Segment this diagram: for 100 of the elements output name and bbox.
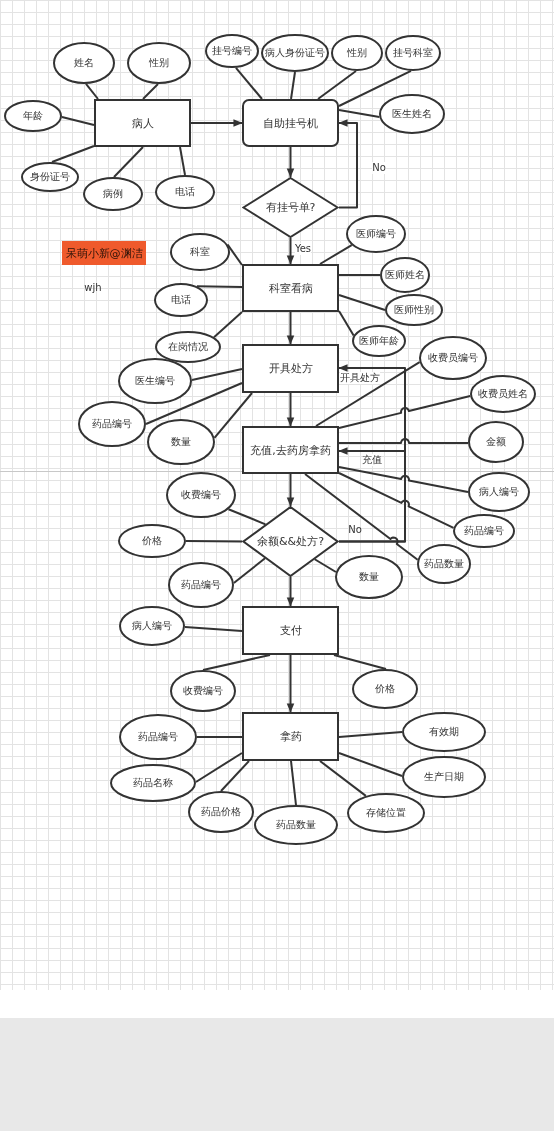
arrow (190, 119, 243, 127)
connector-line (190, 368, 243, 381)
attribute-label: 病人身份证号 (265, 47, 325, 59)
attribute-label: 科室 (190, 246, 210, 258)
arrow (286, 654, 295, 713)
attribute-label: 电话 (171, 294, 191, 306)
attribute-ellipse (147, 419, 215, 465)
connector-line (338, 752, 404, 777)
author-name: 呆萌小新@渊洁 (65, 246, 143, 260)
connector-line (338, 69, 412, 107)
decision-diamond (242, 177, 339, 238)
edge-label: Yes (294, 243, 312, 255)
attribute-label: 收费编号 (181, 489, 221, 501)
process-box (242, 426, 339, 474)
connector-line (179, 146, 186, 176)
attribute-ellipse (170, 670, 236, 712)
connector-line (51, 145, 95, 164)
attribute-label: 收费编号 (183, 685, 223, 697)
attribute-ellipse (402, 756, 486, 798)
attribute-ellipse (21, 162, 79, 192)
arrow (286, 146, 295, 178)
attribute-ellipse (385, 294, 443, 326)
connector-line (194, 752, 243, 783)
attribute-ellipse (154, 283, 208, 317)
connector-line (338, 731, 403, 738)
attribute-label: 价格 (375, 683, 395, 695)
note-text: wjh (84, 282, 102, 294)
attribute-label: 性别 (347, 47, 367, 59)
attribute-label: 挂号编号 (212, 45, 252, 57)
process-label: 自助挂号机 (263, 116, 318, 130)
attribute-ellipse (188, 791, 254, 833)
attribute-ellipse (346, 215, 406, 253)
connector-line (338, 109, 381, 118)
attribute-ellipse (53, 42, 115, 84)
arrow (338, 119, 358, 209)
connector-line (145, 382, 243, 425)
attribute-label: 数量 (171, 436, 191, 448)
connector-line (313, 558, 337, 573)
attribute-ellipse (166, 472, 236, 518)
attribute-ellipse (205, 34, 259, 68)
connector-line (290, 71, 296, 100)
attribute-ellipse (419, 336, 487, 380)
attribute-ellipse (170, 233, 230, 271)
attribute-ellipse (254, 805, 338, 845)
connector-line (202, 654, 271, 671)
attribute-label: 价格 (142, 535, 162, 547)
connector-line (315, 361, 421, 427)
attribute-ellipse (352, 669, 418, 709)
attribute-label: 药品数量 (276, 819, 316, 831)
connector-line (234, 66, 263, 100)
attribute-label: 有效期 (429, 726, 459, 738)
attribute-ellipse (78, 401, 146, 447)
process-label: 充值,去药房拿药 (250, 443, 331, 457)
attribute-label: 数量 (359, 571, 379, 583)
attribute-label: 姓名 (74, 57, 94, 69)
process-label: 病人 (131, 116, 154, 130)
attribute-label: 在岗情况 (168, 341, 208, 353)
attribute-ellipse (468, 421, 524, 463)
edge-label: 开具处方 (340, 372, 380, 384)
decision-diamond (242, 506, 339, 577)
attribute-ellipse (118, 524, 186, 558)
edge-label: No (372, 162, 386, 174)
rounded-process-box (242, 99, 339, 147)
connector-line (338, 438, 470, 444)
process-label: 拿药 (279, 730, 302, 743)
connector-line (319, 760, 367, 797)
attribute-ellipse (155, 175, 215, 209)
attribute-ellipse (331, 35, 383, 71)
attribute-ellipse (379, 94, 445, 134)
attribute-label: 药品编号 (138, 731, 178, 743)
attribute-label: 医师姓名 (385, 269, 425, 281)
attribute-ellipse (155, 331, 221, 363)
attribute-label: 药品编号 (181, 579, 221, 591)
attribute-label: 药品名称 (133, 777, 173, 789)
connector-line (338, 466, 469, 493)
attribute-label: 医生姓名 (392, 108, 432, 120)
arrow (338, 447, 406, 543)
name-tag (62, 241, 146, 265)
attribute-ellipse (468, 472, 530, 512)
attribute-ellipse (470, 375, 536, 413)
attribute-ellipse (453, 514, 515, 548)
attribute-ellipse (385, 35, 441, 71)
connector-line (185, 540, 243, 543)
attribute-ellipse (352, 325, 406, 357)
attribute-ellipse (4, 100, 62, 132)
connector-line (142, 83, 159, 100)
process-box (242, 344, 339, 393)
arrow (286, 392, 295, 427)
attribute-label: 医生编号 (135, 375, 175, 387)
attribute-label: 电话 (175, 186, 195, 198)
attribute-ellipse (380, 257, 430, 293)
attribute-ellipse (118, 358, 192, 404)
connector-line (220, 760, 250, 792)
attribute-label: 身份证号 (30, 171, 70, 183)
connector-line (196, 736, 243, 738)
process-box (242, 712, 339, 761)
decision-label: 有挂号单? (265, 201, 316, 214)
attribute-label: 性别 (149, 57, 169, 69)
attribute-ellipse (127, 42, 191, 84)
attribute-label: 药品数量 (424, 558, 464, 570)
